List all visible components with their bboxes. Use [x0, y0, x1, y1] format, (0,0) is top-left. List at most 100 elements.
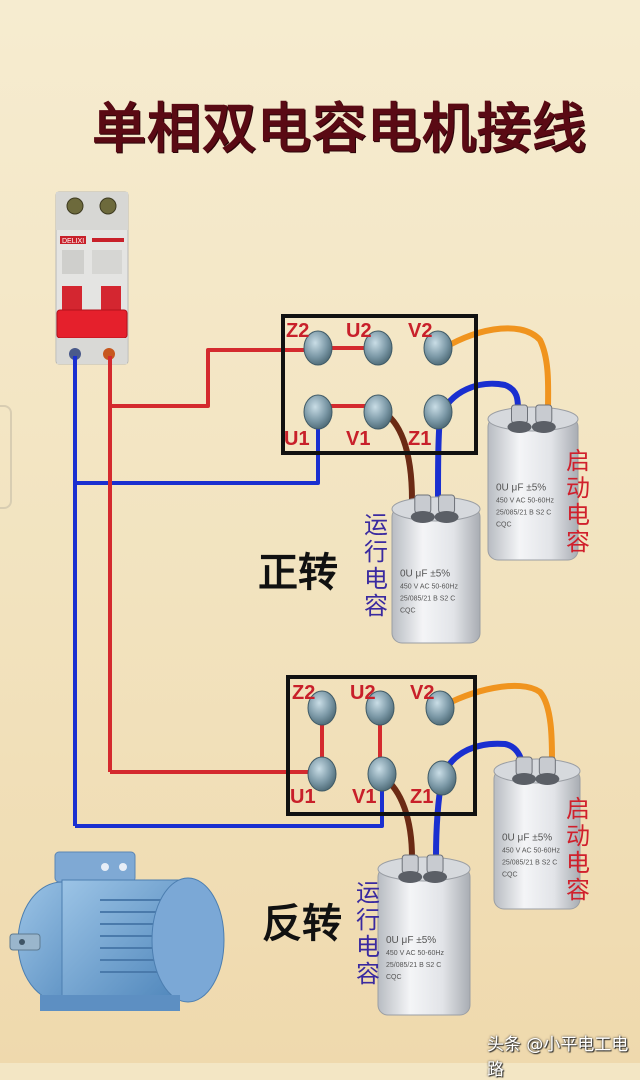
neutral-wire-to-v1-rev: [75, 776, 384, 828]
capacitor-terminal: [515, 756, 533, 776]
terminal-label-z2: Z2: [286, 320, 310, 342]
terminal-label-v1: V1: [346, 428, 371, 450]
terminal-box-reverse: [286, 675, 477, 816]
capacitor-print-line: 450 V AC 50-60Hz: [400, 583, 458, 590]
capacitor-terminal: [438, 494, 456, 514]
circuit-breaker: DELIXI: [55, 191, 129, 365]
terminal-nut-u2: [365, 690, 395, 726]
char: 动: [566, 474, 590, 502]
terminal-label-v2: V2: [408, 320, 433, 342]
capacitors: 0U μF ±5% 450 V AC 50-60Hz 25/085/21 B S2 …: [377, 404, 581, 1016]
start-capacitor-forward: 0U μF ±5% 450 V AC 50-60Hz 25/085/21 B S2 …: [487, 404, 579, 561]
terminal-nut-u1: [307, 756, 337, 792]
char: 运: [364, 511, 388, 539]
live-wire-to-z2: [108, 348, 318, 408]
capacitor-print-line: 25/085/21 B S2 C: [502, 860, 557, 867]
terminal-nut-z2: [307, 690, 337, 726]
terminal-nut-u1: [303, 394, 333, 430]
capacitor-terminal: [538, 756, 556, 776]
capacitor-print-line: 450 V AC 50-60Hz: [496, 497, 554, 504]
page-title: 单相双电容电机接线: [92, 96, 587, 160]
char: 容: [566, 528, 590, 556]
z1-to-start-cap-wire: [437, 380, 521, 420]
char: 电: [566, 849, 590, 877]
capacitor-terminal-base: [531, 421, 556, 433]
capacitor-print-line: CQC: [386, 974, 402, 981]
char: 容: [566, 876, 590, 904]
capacitor-terminal: [535, 404, 553, 424]
breaker-screw-bottom-left: [69, 348, 81, 360]
capacitor-terminal-base: [423, 871, 448, 883]
capacitor-print-line: 0U μF ±5%: [502, 833, 552, 844]
terminal-nut-u2: [363, 330, 393, 366]
watermark: 头条 @小平电工电路: [487, 1035, 629, 1080]
terminal-nut-z1: [427, 760, 457, 796]
capacitor-terminal: [511, 404, 528, 424]
char: 电: [566, 501, 590, 529]
terminal-nuts: [303, 330, 457, 796]
motor-illustration: [9, 851, 225, 1011]
terminal-label-v2: V2: [410, 682, 435, 704]
breaker-brand: DELIXI: [62, 238, 84, 245]
terminal-label-z2: Z2: [292, 682, 316, 704]
char: 启: [566, 447, 590, 475]
terminal-nut-v1: [367, 756, 397, 792]
terminal-nut-v2: [423, 330, 453, 366]
capacitor-print-line: CQC: [400, 607, 416, 614]
capacitor-print-line: 450 V AC 50-60Hz: [502, 848, 560, 855]
breaker-screw-top-left: [66, 197, 84, 215]
capacitor-terminal: [426, 854, 444, 874]
capacitor-terminal-base: [535, 773, 560, 785]
terminal-label-u2: U2: [350, 682, 376, 704]
terminal-nut-v1: [363, 394, 393, 430]
capacitor-terminal-base: [507, 421, 532, 433]
char: 运: [356, 879, 380, 907]
start-capacitor-label-forward: 启 动 电 容: [564, 448, 592, 556]
terminal-nut-z1: [423, 394, 453, 430]
terminal-nut-z2: [303, 330, 333, 366]
capacitor-terminal-base: [410, 511, 435, 523]
run-capacitor-reverse: 0U μF ±5% 450 V AC 50-60Hz 25/085/21 B S2 …: [377, 854, 471, 1016]
capacitor-terminal: [401, 854, 419, 874]
terminal-box-forward: [281, 314, 478, 455]
capacitor-terminal-base: [434, 511, 459, 523]
terminal-nut-v2: [425, 690, 455, 726]
breaker-screw-top-right: [99, 197, 117, 215]
forward-direction-label: 正转: [258, 550, 338, 596]
capacitor-print-line: 25/085/21 B S2 C: [496, 509, 551, 516]
start-capacitor-reverse: 0U μF ±5% 450 V AC 50-60Hz 25/085/21 B S2 …: [493, 756, 581, 910]
capacitor-print-line: 25/085/21 B S2 C: [386, 962, 441, 969]
char: 电: [356, 933, 380, 961]
terminal-label-u1: U1: [290, 786, 316, 808]
capacitor-print-line: 450 V AC 50-60Hz: [386, 950, 444, 957]
start-capacitor-label-reverse: 启 动 电 容: [564, 796, 592, 904]
terminal-label-v1: V1: [352, 786, 377, 808]
char: 行: [364, 538, 388, 566]
neutral-wire-to-u1: [73, 356, 320, 485]
terminal-label-z1: Z1: [410, 786, 434, 808]
char: 行: [356, 906, 380, 934]
start-cap-wire-rev: [438, 682, 555, 761]
wires-forward: [73, 325, 552, 501]
terminal-label-z1: Z1: [408, 428, 432, 450]
terminal-label-u1: U1: [284, 428, 310, 450]
capacitor-print-line: 0U μF ±5%: [386, 935, 436, 946]
capacitor-print-line: 0U μF ±5%: [400, 568, 450, 579]
run-capacitor-label-forward: 运 行 电 容: [362, 512, 390, 620]
capacitor-print-line: CQC: [502, 872, 518, 879]
capacitor-terminal-base: [398, 871, 423, 883]
capacitor-print-line: 25/085/21 B S2 C: [400, 595, 455, 602]
reverse-direction-label: 反转: [262, 901, 342, 947]
char: 电: [364, 565, 388, 593]
capacitor-terminal: [414, 494, 432, 514]
terminal-label-u2: U2: [346, 320, 372, 342]
run-capacitor-label-reverse: 运 行 电 容: [354, 880, 382, 988]
start-cap-wire: [436, 325, 552, 411]
capacitor-terminal-base: [512, 773, 537, 785]
char: 容: [364, 592, 388, 620]
capacitor-print-line: 0U μF ±5%: [496, 482, 546, 493]
capacitor-print-line: CQC: [496, 521, 512, 528]
z1-to-start-cap-wire-rev: [439, 740, 525, 780]
side-scroll-handle[interactable]: [0, 405, 12, 509]
